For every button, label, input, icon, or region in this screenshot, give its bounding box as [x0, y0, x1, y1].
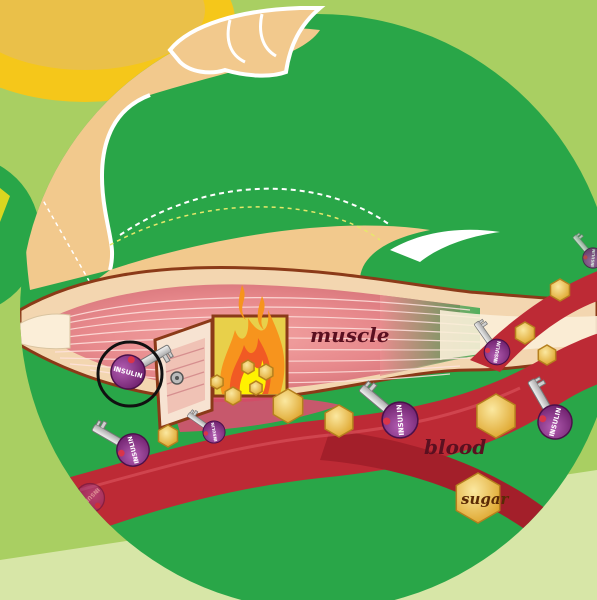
- sugar-cube-icon: [259, 364, 273, 380]
- sugar-cube-icon: [516, 322, 535, 344]
- muscle-door: [155, 320, 212, 428]
- sugar-cube-icon: [242, 360, 254, 374]
- sugar-cube-icon: [273, 389, 302, 423]
- sugar-cube-icon: [250, 381, 262, 395]
- sugar-cube-icon: [325, 405, 353, 437]
- sugar-cube-icon: [225, 387, 241, 405]
- sugar-cube-icon: [538, 345, 555, 365]
- blood-label: blood: [424, 435, 486, 459]
- sugar-label: sugar: [461, 490, 510, 508]
- sugar-cube-icon: [159, 425, 178, 447]
- muscle-label: muscle: [310, 323, 389, 347]
- sugar-cube-icon: [211, 375, 223, 389]
- sugar-cube-icon: [551, 279, 570, 301]
